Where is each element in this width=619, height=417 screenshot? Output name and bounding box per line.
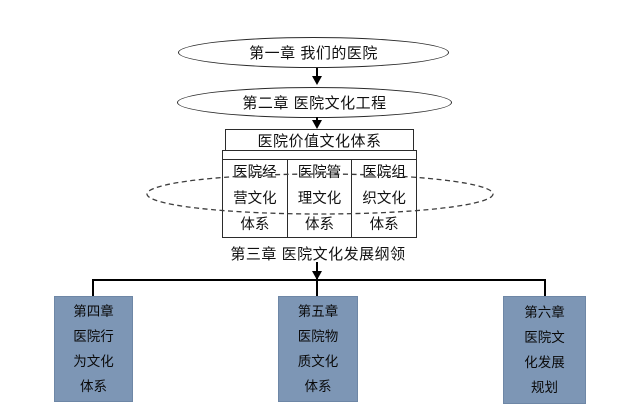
- box-line: 为文化: [73, 354, 114, 369]
- flow-arrow-2-head-icon: [312, 120, 322, 129]
- value-table-body: 医院经 营文化 体系 医院管 理文化 体系 医院组 织文化 体系: [222, 159, 417, 238]
- cell-line: 理文化: [297, 190, 342, 207]
- flow-arrow-3-head-icon: [312, 271, 322, 280]
- box-line: 医院行: [73, 329, 114, 344]
- cell-line: 体系: [369, 216, 399, 233]
- box-line: 第五章: [297, 304, 339, 319]
- cell-line: 医院经: [233, 164, 277, 181]
- box-line: 体系: [80, 379, 107, 394]
- cell-line: 体系: [305, 216, 334, 233]
- box-line: 第六章: [524, 305, 565, 320]
- box-line: 体系: [304, 379, 332, 394]
- cell-line: 织文化: [362, 190, 406, 207]
- box-line: 质文化: [297, 354, 339, 369]
- cell-line: 营文化: [233, 190, 277, 207]
- chapter6-box: 第六章 医院文 化发展 规划: [503, 296, 586, 404]
- box-line: 化发展: [524, 355, 565, 370]
- box-line: 第四章: [73, 304, 114, 319]
- box-line: 医院物: [297, 329, 339, 344]
- branch-connector-horizontal: [92, 279, 546, 281]
- box-line: 规划: [531, 380, 558, 395]
- chapter3-label: 第三章 医院文化发展纲领: [230, 246, 406, 263]
- chapter2-label: 第二章 医院文化工程: [242, 95, 387, 112]
- branch-drop-left: [92, 279, 94, 296]
- chapter2-ellipse: 第二章 医院文化工程: [177, 87, 452, 118]
- flow-arrow-1-head-icon: [312, 76, 322, 85]
- box-line: 医院文: [524, 330, 565, 345]
- branch-drop-right: [544, 279, 546, 296]
- cell-line: 医院组: [362, 164, 406, 181]
- flow-arrow-1-line: [316, 68, 318, 77]
- chapter1-ellipse: 第一章 我们的医院: [178, 37, 449, 68]
- value-table-header: 医院价值文化体系: [225, 129, 414, 151]
- cell-line: 医院管: [297, 164, 342, 181]
- value-table-cell-management: 医院管 理文化 体系: [286, 160, 352, 237]
- value-table-cell-operation: 医院经 营文化 体系: [223, 160, 287, 237]
- chapter5-box: 第五章 医院物 质文化 体系: [278, 296, 358, 402]
- chapter4-box: 第四章 医院行 为文化 体系: [54, 296, 133, 402]
- flow-arrow-2-line: [316, 117, 318, 122]
- value-table-header-label: 医院价值文化体系: [257, 132, 382, 150]
- chapter1-label: 第一章 我们的医院: [249, 45, 378, 62]
- cell-line: 体系: [240, 216, 270, 233]
- value-table-cell-organization: 医院组 织文化 体系: [351, 160, 416, 237]
